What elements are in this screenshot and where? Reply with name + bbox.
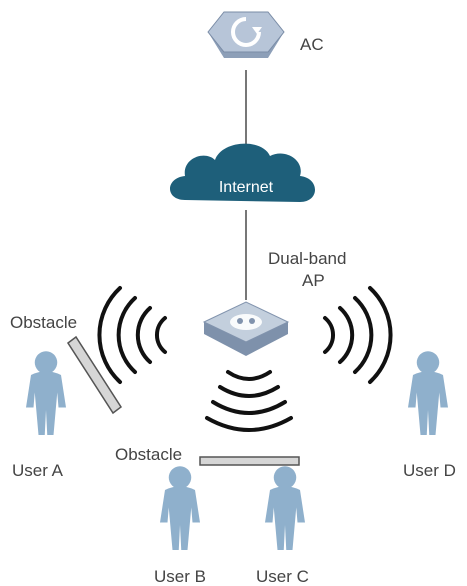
- user-c-label: User C: [256, 567, 309, 586]
- obstacle-bottom-label: Obstacle: [115, 445, 183, 464]
- user-d-icon: [408, 351, 448, 435]
- obstacle-left: [66, 335, 123, 415]
- user-b-icon: [160, 466, 200, 550]
- user-d-label: User D: [403, 461, 456, 480]
- user-c-icon: [265, 466, 305, 550]
- access-point-icon: [202, 301, 290, 356]
- user-b-label: User B: [154, 567, 206, 586]
- wireless-waves-down: [205, 370, 293, 432]
- wireless-waves-left: [97, 286, 167, 384]
- obstacle-left-label: Obstacle: [10, 313, 78, 332]
- wireless-waves-right: [323, 286, 393, 384]
- ac-controller-icon: [207, 11, 285, 58]
- ap-label-line1: Dual-band: [268, 249, 347, 268]
- internet-cloud-icon: Internet: [170, 143, 315, 202]
- obstacle-bottom: [199, 456, 300, 466]
- user-a-icon: [26, 351, 66, 435]
- ap-label-line2: AP: [302, 271, 325, 290]
- user-a-label: User A: [12, 461, 64, 480]
- internet-label: Internet: [219, 179, 274, 196]
- ac-label: AC: [300, 35, 324, 54]
